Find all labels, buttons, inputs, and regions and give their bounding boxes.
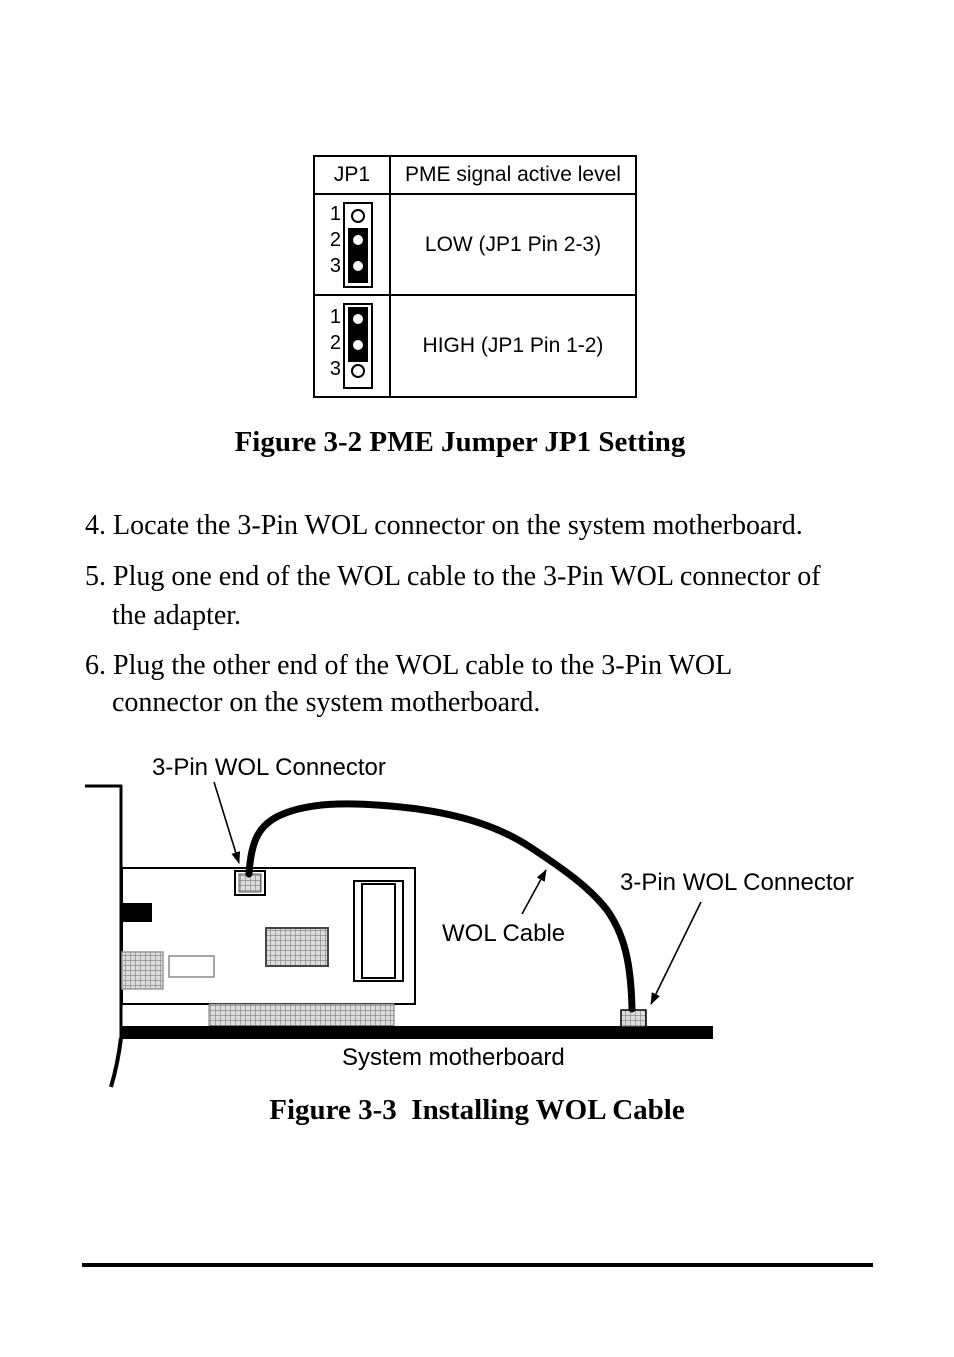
pin-number: 1 [329, 306, 341, 328]
pci-bracket [85, 784, 123, 1088]
jumper-diagram-low: 1 2 3 [315, 195, 391, 296]
pin-number: 2 [329, 332, 341, 354]
instruction-5-line-1: 5. Plug one end of the WOL cable to the … [85, 561, 821, 592]
figure-3-3-caption: Figure 3-3 Installing WOL Cable [269, 1094, 685, 1126]
motherboard-bar [122, 1026, 713, 1039]
low-setting-label: LOW (JP1 Pin 2-3) [424, 232, 602, 256]
pin-number: 2 [329, 229, 341, 251]
motherboard-wol-connector [620, 1009, 647, 1028]
wol-cable [245, 800, 636, 1013]
table-cell-high: HIGH (JP1 Pin 1-2) [391, 296, 635, 396]
high-setting-label: HIGH (JP1 Pin 1-2) [422, 334, 604, 357]
capped-pin-3 [353, 261, 363, 271]
jp1-header-label: JP1 [333, 163, 371, 186]
open-pin-1 [351, 209, 365, 223]
capped-pin-2 [353, 235, 363, 245]
footer-rule [82, 1263, 873, 1267]
card-hatched-component-left [121, 951, 164, 990]
card-white-component [168, 955, 215, 978]
adapter-connector-label: 3-Pin WOL Connector [152, 754, 386, 781]
motherboard-connector-label: 3-Pin WOL Connector [620, 869, 854, 896]
table-header-pme: PME signal active level [391, 157, 635, 195]
card-black-component [122, 903, 152, 922]
instruction-4: 4. Locate the 3-Pin WOL connector on the… [85, 510, 803, 541]
instruction-5-line-2: the adapter. [112, 600, 242, 631]
wol-cable-label: WOL Cable [442, 920, 565, 947]
arrow-to-wol-cable [521, 869, 547, 915]
jp1-setting-table: JP1 PME signal active level 1 2 3 LOW (J… [313, 155, 637, 398]
arrow-to-motherboard-connector [650, 901, 702, 1005]
card-chip-component [265, 927, 329, 967]
system-motherboard-label: System motherboard [342, 1044, 565, 1071]
capped-pin-2 [353, 340, 363, 350]
open-pin-3 [351, 364, 365, 378]
pin-number: 1 [329, 203, 341, 225]
pin-number: 3 [329, 358, 341, 380]
table-cell-low: LOW (JP1 Pin 2-3) [391, 195, 635, 296]
figure-3-2-caption: Figure 3-2 PME Jumper JP1 Setting [234, 426, 686, 458]
instruction-6-line-2: connector on the system motherboard. [112, 687, 541, 718]
pin-number: 3 [329, 255, 341, 277]
wol-cable-installation-diagram: 3-Pin WOL Connector WOL Cable 3-Pin WOL … [85, 754, 854, 1088]
jumper-diagram-high: 1 2 3 [315, 296, 391, 396]
arrow-to-adapter-connector [213, 781, 241, 864]
capped-pin-1 [353, 314, 363, 324]
table-header-jp1: JP1 [315, 157, 391, 195]
card-edge-connector [208, 1003, 395, 1027]
card-tall-component-inner [361, 883, 396, 979]
pme-header-label: PME signal active level [405, 163, 621, 186]
instruction-6-line-1: 6. Plug the other end of the WOL cable t… [85, 650, 733, 681]
